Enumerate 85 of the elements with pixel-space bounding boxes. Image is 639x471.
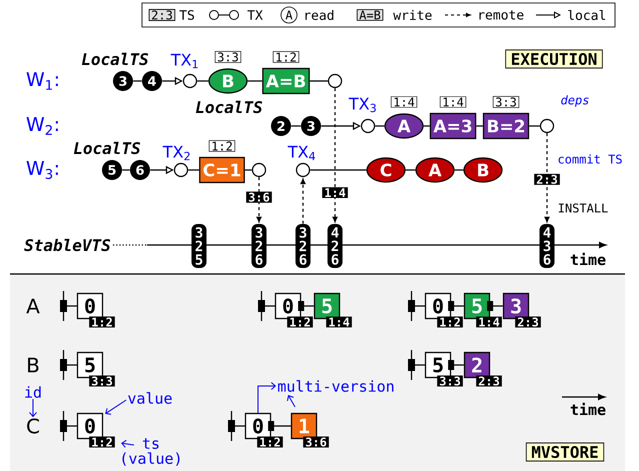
arrow — [448, 360, 464, 370]
transaction-circle — [252, 162, 266, 178]
annotation-text: id — [25, 386, 41, 398]
local-ts-label: LocalTS — [196, 100, 262, 114]
local-ts-label: LocalTS — [82, 52, 148, 66]
timestamp-tag: 1:4 — [326, 316, 352, 328]
legend-sample: A — [280, 6, 298, 24]
write-box: A=3 — [430, 112, 476, 140]
leader-line — [29, 398, 37, 418]
leader-line — [105, 400, 127, 415]
timestamp-tag: 1:2 — [89, 436, 115, 448]
axis-label: StableVTS — [24, 238, 110, 252]
timestamp-box: 1:2 — [208, 140, 236, 152]
transaction-label: TX$_{3}$ — [348, 98, 376, 112]
write-box: C=1 — [199, 156, 245, 184]
annotation-text: commit TS — [558, 154, 622, 164]
arrow — [268, 421, 291, 431]
arrow — [487, 301, 503, 311]
legend-sample: A=B — [356, 9, 384, 21]
arrow — [256, 177, 262, 222]
edge-label: 1:4 — [322, 187, 348, 198]
timestamp-tag: 1:4 — [476, 316, 502, 328]
legend-sample: 2:3 — [148, 9, 176, 21]
annotation-text: ts (value) — [122, 438, 180, 466]
worker-label: W$_{3}$: — [26, 161, 58, 179]
axis-label: time — [570, 252, 606, 266]
timestamp-tag: 1:2 — [257, 436, 283, 448]
legend-text: TS — [180, 10, 194, 20]
annotation-text: value — [128, 392, 172, 404]
legend-text: read — [306, 10, 334, 20]
transaction-circle — [182, 74, 198, 88]
transaction-circle — [174, 162, 188, 178]
leader-line — [286, 395, 296, 408]
version-pill: 3 2 5 — [192, 224, 206, 268]
version-pill: 4 3 6 — [540, 224, 554, 268]
transaction-circle — [360, 118, 376, 134]
transaction-circle — [296, 162, 310, 178]
step-label: INSTALL — [558, 203, 608, 213]
timestamp-box: 1:4 — [440, 96, 466, 108]
arrow — [332, 88, 338, 222]
version-pill: 3 2 6 — [252, 224, 266, 268]
timestamp-box: 3:3 — [492, 96, 520, 108]
timestamp-tag: 2:3 — [476, 375, 502, 387]
row-label: C — [27, 418, 39, 434]
version-pill: 3 2 6 — [296, 224, 310, 268]
timestamp-box: 3:3 — [214, 51, 242, 63]
arrow — [544, 133, 550, 222]
transaction-label: TX$_{4}$ — [288, 146, 316, 160]
transaction-circle — [540, 118, 554, 134]
section-label: MVSTORE — [526, 442, 604, 462]
edge-label: 2:3 — [534, 174, 560, 185]
arrow — [298, 301, 314, 311]
version-pill: 4 2 6 — [328, 224, 342, 268]
transaction-label: TX$_{1}$ — [170, 54, 198, 68]
annotation-text: deps — [561, 95, 589, 107]
row-label: B — [28, 358, 38, 372]
axis-label: time — [570, 402, 606, 416]
timestamp-tag: 1:2 — [287, 316, 313, 328]
worker-label: W$_{1}$: — [26, 72, 58, 90]
timestamp-tag: 3:3 — [89, 375, 115, 387]
arrow — [300, 178, 306, 224]
legend-text: remote — [480, 10, 524, 20]
transaction-circle — [328, 74, 342, 88]
leader-line — [258, 382, 276, 414]
timestamp-tag: 1:2 — [89, 316, 115, 328]
legend-text: write — [393, 10, 432, 20]
timestamp-tag: 1:2 — [437, 316, 463, 328]
timestamp-tag: 3:3 — [437, 375, 463, 387]
leader-line — [121, 440, 134, 448]
arrow — [448, 301, 464, 311]
write-box: A=B — [262, 68, 310, 94]
write-box: B=2 — [482, 112, 530, 140]
timestamp-tag: 2:3 — [515, 316, 541, 328]
timestamp-box: 1:2 — [272, 51, 300, 63]
edge-label: 3:6 — [246, 192, 272, 203]
local-ts-label: LocalTS — [74, 142, 140, 154]
transaction-label: TX$_{2}$ — [162, 146, 190, 160]
legend-text: local — [568, 10, 606, 20]
legend-text: TX — [248, 10, 263, 20]
timestamp-tag: 3:6 — [303, 436, 329, 448]
row-label: A — [26, 298, 40, 314]
annotation-text: multi-version — [278, 380, 394, 392]
section-label: EXECUTION — [505, 50, 603, 68]
worker-label: W$_{2}$: — [26, 117, 58, 135]
timestamp-box: 1:4 — [390, 96, 418, 108]
